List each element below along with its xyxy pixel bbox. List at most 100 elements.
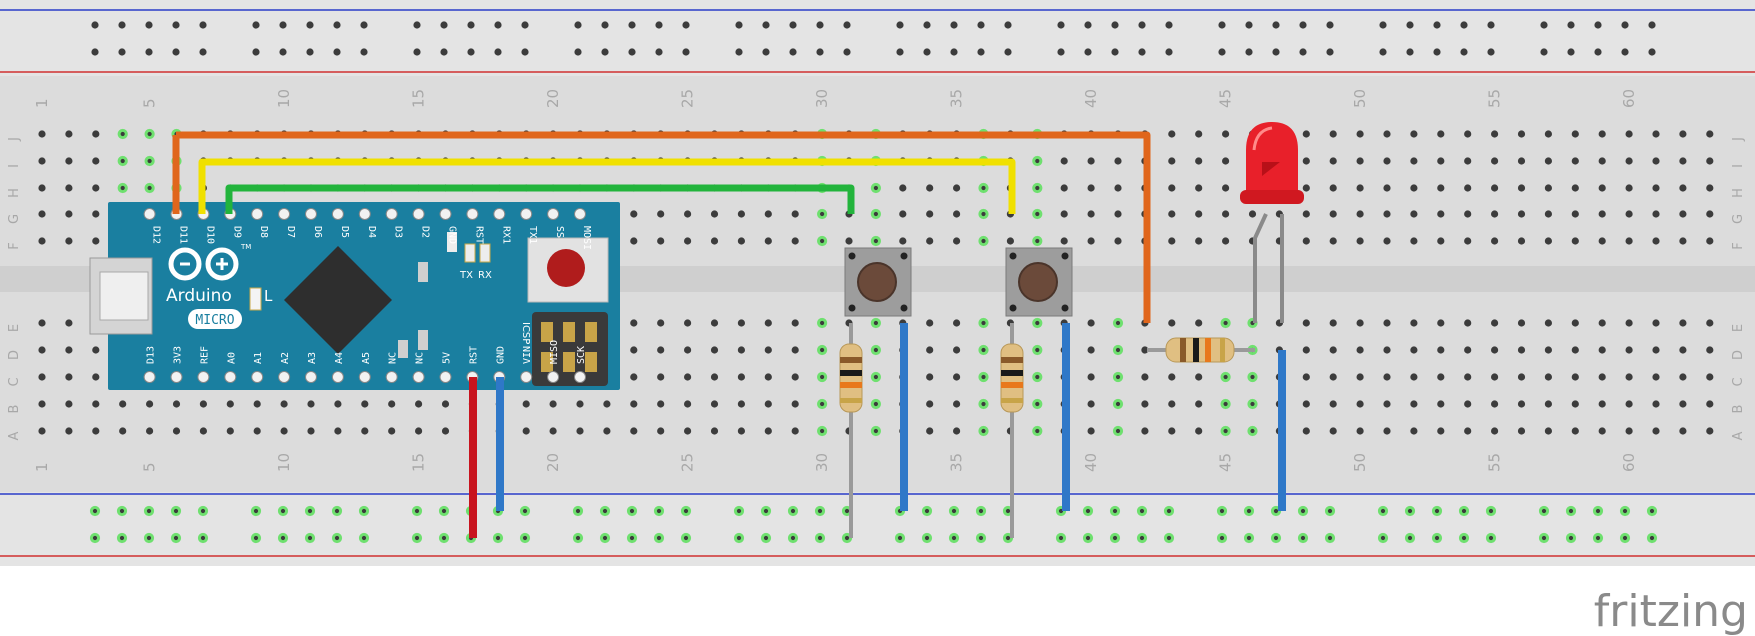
arduino-pin-label: MOSI (581, 226, 592, 250)
breadboard-hole (38, 184, 46, 192)
breadboard-hole (630, 346, 638, 354)
icsp-label: ICSP (520, 322, 531, 344)
breadboard-hole (1491, 400, 1499, 408)
breadboard-hole (1491, 319, 1499, 327)
column-number: 60 (1620, 453, 1638, 472)
column-number: 50 (1351, 89, 1369, 108)
rail-hole (413, 21, 421, 29)
pulldown-resistor-2[interactable] (1000, 343, 1024, 413)
rail-hole (789, 21, 797, 29)
arduino-pin-label: SCK (576, 346, 587, 364)
rail-hole (1406, 21, 1414, 29)
breadboard-hole (817, 425, 828, 437)
breadboard-hole (1598, 319, 1606, 327)
row-letter: H (1731, 188, 1746, 198)
breadboard-hole (1625, 130, 1633, 138)
breadboard-hole (710, 210, 719, 218)
rail-hole (170, 532, 182, 544)
breadboard-hole (710, 319, 719, 327)
breadboard-hole (334, 400, 342, 408)
arduino-pin-label: D11 (178, 226, 189, 244)
breadboard-hole (172, 427, 181, 435)
breadboard-hole (1220, 398, 1231, 410)
red-led[interactable] (1240, 122, 1304, 323)
breadboard-hole (1464, 319, 1472, 327)
breadboard-hole (1329, 319, 1337, 327)
row-letter: F (7, 242, 22, 249)
rail-hole (843, 21, 851, 29)
arduino-pin-label: RST (473, 226, 484, 244)
rail-hole (1218, 21, 1226, 29)
rail-hole (1138, 48, 1146, 56)
breadboard-hole (1598, 210, 1606, 218)
row-letter: J (1731, 137, 1746, 142)
breadboard-hole (978, 425, 989, 437)
rail-hole (277, 505, 289, 517)
breadboard-hole (1437, 237, 1445, 245)
breadboard-hole (1437, 184, 1445, 192)
breadboard-hole (630, 319, 638, 327)
breadboard-hole (1032, 208, 1043, 220)
breadboard-hole (253, 400, 261, 408)
smd-component (418, 262, 428, 282)
pushbutton-1[interactable] (844, 247, 912, 317)
breadboard-hole (1220, 371, 1231, 383)
breadboard-hole (1356, 400, 1364, 408)
rail-hole (1084, 21, 1092, 29)
micro-label: MICRO (195, 313, 234, 328)
breadboard-hole (1195, 400, 1203, 408)
rail-hole (519, 532, 531, 544)
arduino-pin (197, 371, 210, 383)
rail-hole (814, 505, 826, 517)
rail-hole (948, 505, 960, 517)
arduino-pin-label: D10 (204, 226, 215, 244)
arduino-pin-label: MISO (549, 340, 560, 364)
breadboard-hole (1598, 427, 1606, 435)
breadboard-hole (1652, 237, 1660, 245)
orange-wire[interactable] (176, 131, 1151, 323)
rail-hole (1379, 21, 1387, 29)
breadboard-hole (1598, 373, 1606, 381)
pushbutton-cap (857, 262, 897, 302)
breadboard-hole (576, 427, 584, 435)
green-wire[interactable] (225, 184, 855, 214)
rail-hole (1245, 21, 1253, 29)
breadboard-hole (388, 427, 396, 435)
led-resistor[interactable] (1147, 337, 1255, 363)
arduino-pin (251, 371, 264, 383)
yellow-wire[interactable] (198, 158, 1016, 214)
breadboard-hole (415, 427, 423, 435)
arduino-pin (331, 371, 344, 383)
breadboard-hole (1329, 210, 1337, 218)
breadboard-hole (1356, 237, 1364, 245)
reset-button-cap (547, 249, 585, 287)
rail-hole (599, 505, 611, 517)
rail-hole (1565, 532, 1577, 544)
breadboard-hole (307, 427, 315, 435)
rail-hole (1487, 21, 1495, 29)
breadboard-hole (1112, 371, 1124, 383)
breadboard-hole (926, 346, 934, 354)
breadboard-hole (657, 400, 665, 408)
breadboard-hole (307, 400, 315, 408)
breadboard-hole (1114, 237, 1122, 245)
pushbutton-2[interactable] (1005, 247, 1073, 317)
breadboard-hole (1410, 346, 1418, 354)
breadboard-hole (1356, 210, 1364, 218)
rail-hole (762, 21, 770, 29)
pulldown-resistor-1[interactable] (839, 343, 863, 413)
breadboard-hole (1060, 157, 1068, 165)
arduino-pin (278, 371, 291, 383)
rail-hole (760, 505, 772, 517)
rail-hole (1004, 21, 1012, 29)
rail-hole (145, 48, 153, 56)
led-highlight (1252, 126, 1273, 151)
breadboard-hole (1544, 400, 1552, 408)
tm-mark: TM (240, 243, 251, 251)
rail-hole (921, 505, 933, 517)
arduino-pin (358, 208, 371, 220)
rail-hole (1138, 21, 1146, 29)
column-numbers: 1155101015152020252530303535404045455050… (33, 89, 1638, 472)
breadboard-hole (38, 130, 46, 138)
